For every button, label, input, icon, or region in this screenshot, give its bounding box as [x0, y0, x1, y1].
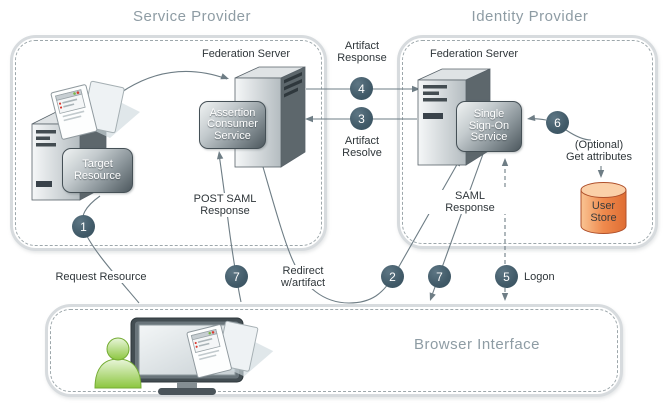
user-store-icon: [580, 182, 627, 234]
sp-federation-server-icon: [234, 66, 306, 168]
resource-documents-icon: [50, 80, 141, 141]
redirect-w-artifact-label: Redirect w/artifact: [258, 265, 348, 289]
service-provider-title: Service Provider: [132, 8, 252, 25]
browser-documents-icon: [186, 320, 274, 379]
user-store-label: User Store: [590, 200, 617, 224]
step-circle-7-idp: 7: [428, 265, 451, 288]
step-circle-3: 3: [350, 107, 373, 130]
step-circle-2: 2: [381, 265, 404, 288]
artifact-resolve-label: Artifact Resolve: [342, 135, 382, 159]
target-resource-badge: Target Resource: [62, 148, 133, 193]
step-circle-7-sp: 7: [225, 265, 248, 288]
step-circle-1: 1: [72, 215, 95, 238]
step6-leader-curve: [565, 129, 592, 141]
sp-federation-server-label: Federation Server: [201, 48, 291, 60]
step-circle-4: 4: [350, 77, 373, 100]
step-circle-6: 6: [546, 111, 569, 134]
optional-get-attributes-label: (Optional) Get attributes: [565, 139, 633, 163]
post-saml-response-label: POST SAML Response: [180, 193, 270, 217]
request-to-fed-arc: [111, 70, 228, 100]
logon-label: Logon: [524, 271, 555, 283]
assertion-consumer-service-badge: Assertion Consumer Service: [199, 101, 266, 149]
request-resource-line: [81, 195, 140, 304]
single-sign-on-service-badge: Single Sign-On Service: [456, 101, 522, 152]
user-person-icon: [94, 337, 142, 389]
artifact-response-label: Artifact Response: [337, 40, 387, 64]
step-circle-5: 5: [495, 265, 518, 288]
browser-interface-title: Browser Interface: [413, 336, 541, 353]
identity-provider-title: Identity Provider: [471, 8, 589, 25]
saml-response-label: SAML Response: [425, 190, 515, 214]
idp-federation-server-label: Federation Server: [429, 48, 519, 60]
request-resource-label: Request Resource: [51, 271, 151, 283]
connector-lines: [81, 70, 602, 304]
